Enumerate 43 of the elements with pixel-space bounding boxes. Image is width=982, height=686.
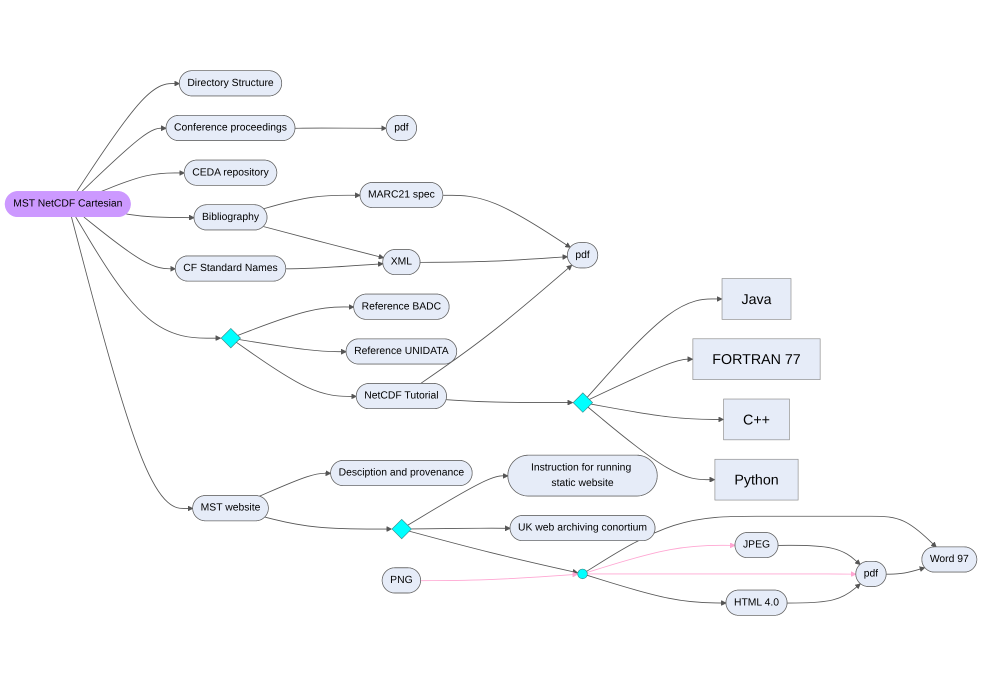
node-diamond bbox=[392, 518, 412, 540]
node-diamond bbox=[220, 328, 241, 348]
arrow bbox=[407, 473, 508, 526]
arrow bbox=[263, 226, 384, 260]
arrow bbox=[76, 80, 180, 192]
arrow bbox=[294, 125, 387, 132]
node-box: FORTRAN 77 bbox=[692, 338, 820, 380]
arrow bbox=[586, 542, 736, 573]
arrow bbox=[83, 216, 176, 272]
arrow bbox=[263, 192, 361, 210]
arrow bbox=[75, 216, 222, 341]
arrow bbox=[408, 530, 578, 574]
arrow bbox=[586, 571, 856, 577]
arrow bbox=[258, 470, 332, 497]
arrow bbox=[286, 261, 384, 270]
arrow bbox=[588, 356, 694, 400]
node-diamond bbox=[572, 392, 594, 413]
arrow bbox=[886, 566, 926, 575]
arrow bbox=[126, 214, 195, 220]
arrow bbox=[81, 125, 167, 192]
arrow bbox=[100, 170, 185, 192]
node-box: Java bbox=[722, 278, 792, 320]
arrow bbox=[420, 572, 578, 582]
node-box: Python bbox=[714, 458, 798, 500]
arrow bbox=[237, 304, 354, 336]
arrow bbox=[586, 516, 937, 572]
node-circle bbox=[577, 568, 588, 580]
arrow bbox=[446, 399, 574, 406]
arrow bbox=[778, 544, 861, 565]
arrow bbox=[590, 404, 724, 422]
arrow bbox=[586, 296, 722, 398]
arrow bbox=[264, 516, 392, 532]
arrow bbox=[586, 574, 727, 606]
arrow bbox=[71, 216, 194, 512]
arrow bbox=[420, 254, 568, 263]
arrow bbox=[238, 339, 347, 355]
arrow bbox=[587, 406, 716, 482]
arrow bbox=[786, 583, 861, 604]
node-box: C++ bbox=[723, 398, 790, 440]
arrow bbox=[410, 525, 511, 532]
arrow bbox=[442, 194, 571, 248]
arrow bbox=[236, 342, 357, 400]
arrow bbox=[420, 264, 572, 384]
